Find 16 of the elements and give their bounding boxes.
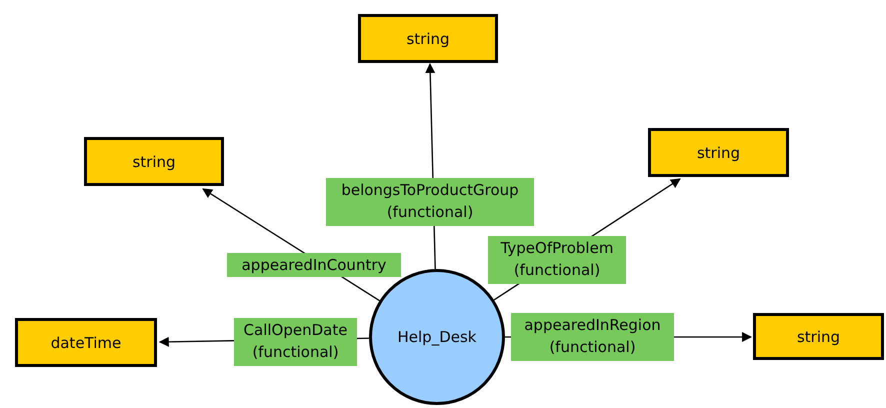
node-label: string (132, 152, 176, 170)
edge-label: appearedInCountry (227, 253, 401, 277)
datatype-box (84, 137, 224, 186)
node-label: string (796, 328, 840, 346)
edge-label: appearedInRegion (functional) (511, 313, 674, 361)
datatype-box (753, 313, 884, 360)
datatype-box (358, 14, 498, 63)
node-label: string (696, 144, 740, 162)
node-label: string (406, 30, 450, 48)
datatype-box (648, 128, 789, 177)
edge-label: CallOpenDate (functional) (234, 318, 357, 366)
datatype-box (15, 318, 157, 367)
edge-label: belongsToProductGroup (functional) (326, 178, 534, 226)
edge-label: TypeOfProblem (functional) (488, 236, 626, 284)
node-label: dateTime (50, 334, 122, 352)
node-label: Help_Desk (398, 328, 476, 346)
